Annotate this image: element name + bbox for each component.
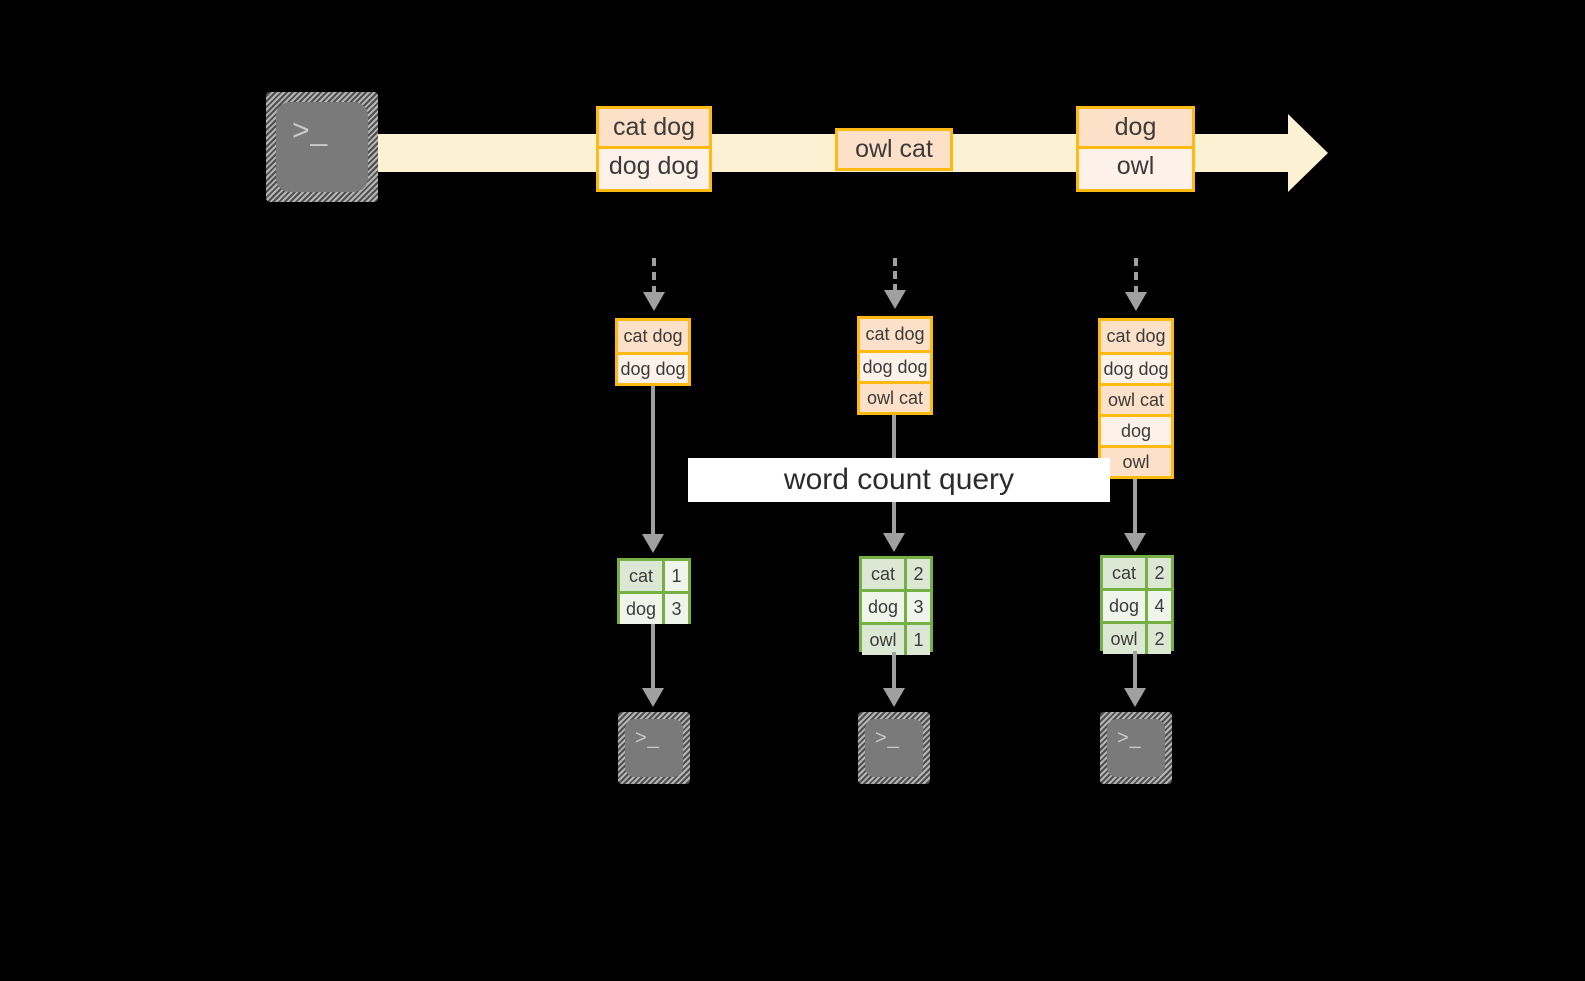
table-cell-word: owl — [862, 625, 905, 655]
snapshot-1-query-line — [651, 386, 655, 536]
table-cell-count: 2 — [904, 559, 930, 589]
snapshot-3-sink-arrowhead — [1124, 688, 1146, 707]
stream-record-3[interactable]: dog owl — [1076, 106, 1195, 192]
snapshot-1-input-box[interactable]: cat dog dog dog — [615, 318, 691, 386]
snapshot-3-input-box[interactable]: cat dog dog dog owl cat dog owl — [1098, 318, 1174, 479]
table-cell-word: cat — [862, 559, 905, 589]
input-line: owl cat — [860, 381, 930, 412]
table-row: cat 1 — [620, 561, 688, 591]
table-cell-word: owl — [1103, 624, 1146, 654]
terminal-screen — [865, 719, 923, 777]
stream-record-1[interactable]: cat dog dog dog — [596, 106, 712, 192]
snapshot-3-result-table[interactable]: cat 2 dog 4 owl 2 — [1100, 555, 1174, 654]
table-row: dog 4 — [1103, 588, 1171, 621]
snapshot-1-feed-line — [652, 258, 656, 294]
snapshot-1-result-table[interactable]: cat 1 dog 3 — [617, 558, 691, 624]
table-cell-count: 2 — [1145, 624, 1171, 654]
snapshot-3-query-line — [1133, 479, 1137, 535]
table-row: cat 2 — [1103, 558, 1171, 588]
snapshot-1-feed-arrowhead — [643, 292, 665, 311]
table-cell-count: 3 — [662, 594, 688, 624]
terminal-prompt: >_ — [635, 727, 660, 749]
table-cell-word: cat — [620, 561, 663, 591]
snapshot-2-sink-arrowhead — [883, 688, 905, 707]
record-line: owl cat — [838, 131, 950, 168]
record-line: dog — [1079, 109, 1192, 146]
stream-record-2[interactable]: owl cat — [835, 128, 953, 171]
input-line: cat dog — [618, 321, 688, 352]
table-cell-word: dog — [1103, 591, 1146, 621]
query-label-text: word count query — [783, 463, 1015, 496]
table-cell-word: dog — [620, 594, 663, 624]
table-row: dog 3 — [862, 589, 930, 622]
terminal-prompt: >_ — [1117, 727, 1142, 749]
terminal-screen — [625, 719, 683, 777]
input-line: dog dog — [1101, 352, 1171, 383]
table-cell-count: 1 — [662, 561, 688, 591]
snapshot-2-feed-line — [893, 258, 897, 292]
input-line: cat dog — [860, 319, 930, 350]
snapshot-3-query-arrowhead — [1124, 533, 1146, 552]
terminal-prompt: >_ — [292, 114, 329, 147]
table-cell-count: 3 — [904, 592, 930, 622]
input-line: dog dog — [860, 350, 930, 381]
snapshot-1-sink-terminal-icon[interactable]: >_ — [618, 712, 690, 784]
snapshot-2-result-table[interactable]: cat 2 dog 3 owl 1 — [859, 556, 933, 655]
input-line: dog — [1101, 414, 1171, 445]
table-row: owl 2 — [1103, 621, 1171, 654]
table-cell-count: 2 — [1145, 558, 1171, 588]
table-cell-word: dog — [862, 592, 905, 622]
snapshot-3-sink-terminal-icon[interactable]: >_ — [1100, 712, 1172, 784]
snapshot-3-feed-arrowhead — [1125, 292, 1147, 311]
table-row: dog 3 — [620, 591, 688, 624]
input-line: dog dog — [618, 352, 688, 383]
stream-arrowhead — [1288, 114, 1328, 192]
table-cell-word: cat — [1103, 558, 1146, 588]
snapshot-1-query-arrowhead — [642, 534, 664, 553]
input-line: owl — [1101, 445, 1171, 476]
terminal-screen — [1107, 719, 1165, 777]
record-line: owl — [1079, 146, 1192, 183]
source-terminal-icon[interactable]: >_ — [266, 92, 378, 202]
snapshot-2-feed-arrowhead — [884, 290, 906, 309]
snapshot-2-sink-terminal-icon[interactable]: >_ — [858, 712, 930, 784]
snapshot-3-sink-line — [1133, 651, 1137, 690]
terminal-screen — [276, 102, 368, 192]
record-line: cat dog — [599, 109, 709, 146]
snapshot-2-input-box[interactable]: cat dog dog dog owl cat — [857, 316, 933, 415]
input-line: owl cat — [1101, 383, 1171, 414]
snapshot-3-feed-line — [1134, 258, 1138, 294]
table-cell-count: 4 — [1145, 591, 1171, 621]
snapshot-1-sink-arrowhead — [642, 688, 664, 707]
snapshot-2-sink-line — [892, 652, 896, 690]
table-row: owl 1 — [862, 622, 930, 655]
snapshot-1-sink-line — [651, 624, 655, 690]
table-cell-count: 1 — [904, 625, 930, 655]
snapshot-2-query-arrowhead — [883, 533, 905, 552]
terminal-prompt: >_ — [875, 727, 900, 749]
input-line: cat dog — [1101, 321, 1171, 352]
query-label-banner: word count query — [688, 458, 1110, 502]
record-line: dog dog — [599, 146, 709, 183]
table-row: cat 2 — [862, 559, 930, 589]
